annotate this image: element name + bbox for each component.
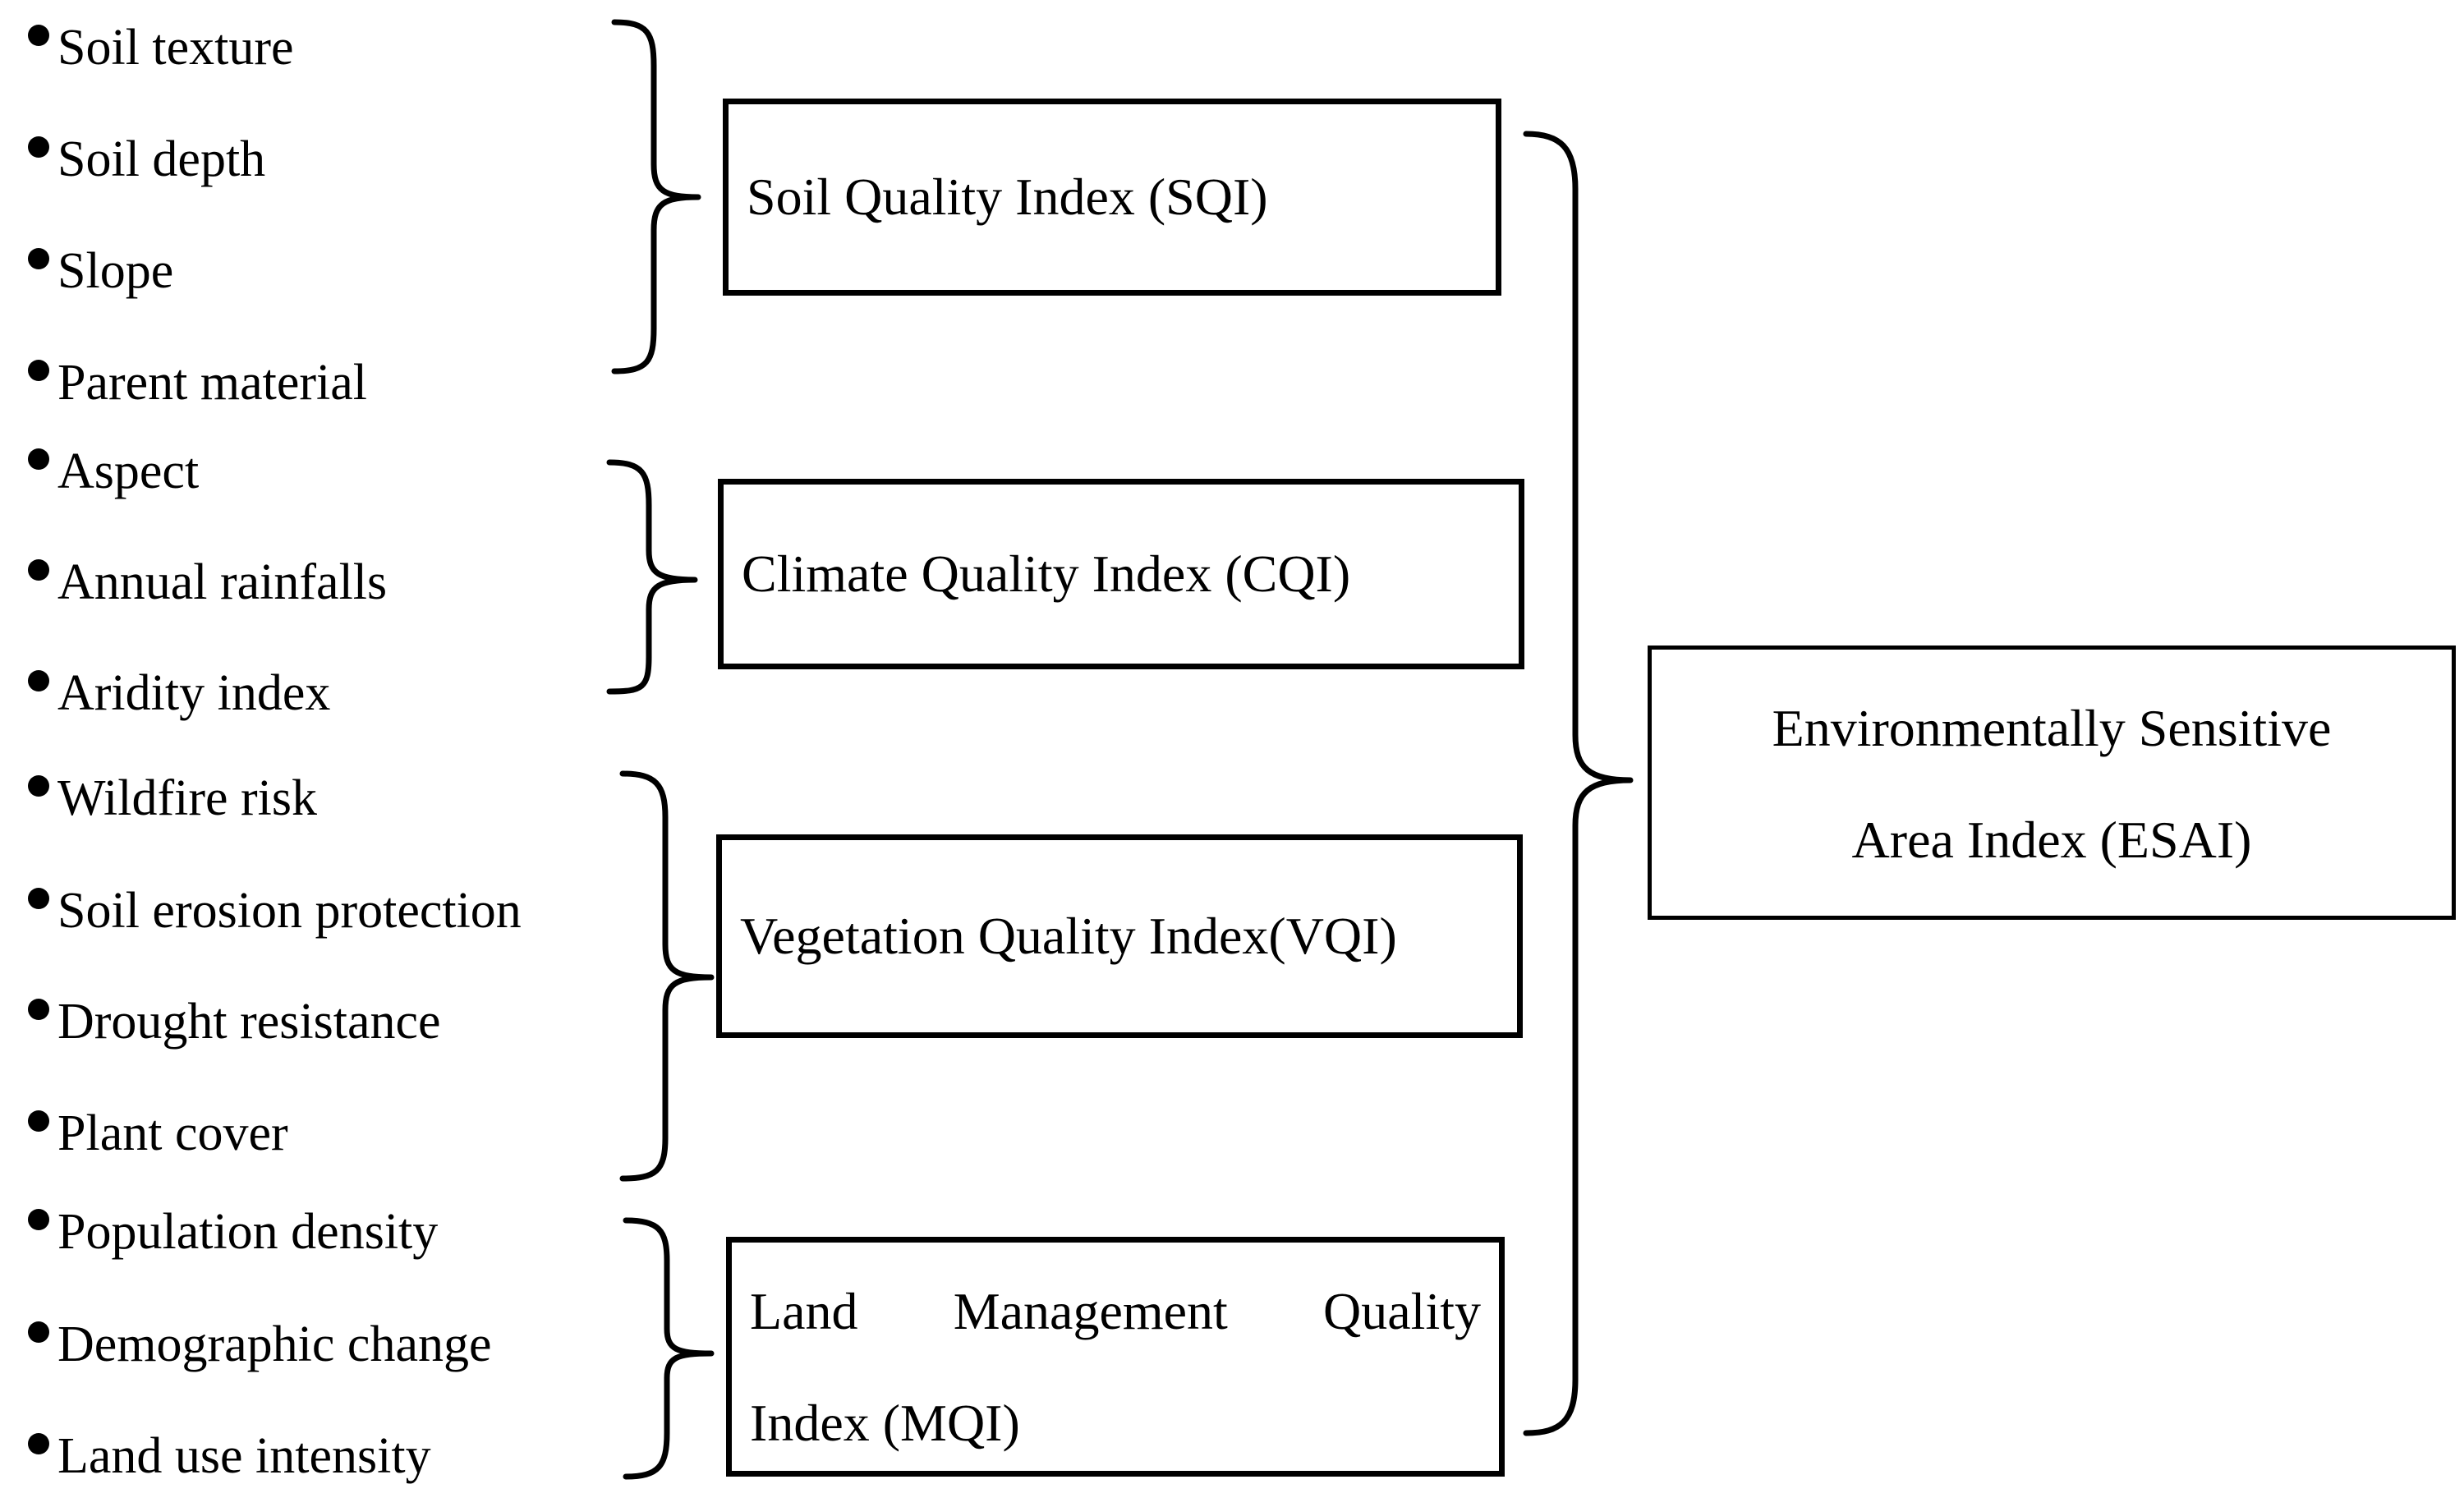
bullet-icon xyxy=(28,248,49,269)
factor-plant-cover: Plant cover xyxy=(28,1104,288,1163)
bullet-icon xyxy=(28,360,49,381)
factor-parent-material: Parent material xyxy=(28,353,367,412)
esai-box: Environmentally Sensitive Area Index (ES… xyxy=(1648,646,2456,920)
factor-label: Drought resistance xyxy=(57,994,441,1050)
factor-label: Soil erosion protection xyxy=(57,883,522,939)
factor-drought-resistance: Drought resistance xyxy=(28,992,441,1051)
esai-label-line1: Environmentally Sensitive xyxy=(1772,699,2332,757)
vqi-bracket xyxy=(619,770,715,1182)
factor-land-use-intensity: Land use intensity xyxy=(28,1427,431,1486)
mqi-box: Land Management Quality Index (MQI) xyxy=(726,1237,1505,1477)
mqi-word: Quality xyxy=(1323,1282,1481,1340)
factor-soil-depth: Soil depth xyxy=(28,130,265,189)
factor-soil-texture: Soil texture xyxy=(28,18,294,77)
bullet-icon xyxy=(28,1433,49,1454)
bullet-icon xyxy=(28,888,49,909)
factor-label: Aridity index xyxy=(57,665,331,721)
factor-label: Annual rainfalls xyxy=(57,554,388,610)
bullet-icon xyxy=(28,1321,49,1343)
vqi-label: Vegetation Quality Index(VQI) xyxy=(740,907,1397,965)
mqi-bracket xyxy=(623,1217,715,1480)
mqi-word: Land xyxy=(750,1282,858,1340)
factor-label: Soil depth xyxy=(57,131,266,187)
sqi-box: Soil Quality Index (SQI) xyxy=(723,99,1501,296)
sqi-label: Soil Quality Index (SQI) xyxy=(747,168,1268,226)
factor-label: Population density xyxy=(57,1204,439,1260)
factor-demographic-change: Demographic change xyxy=(28,1315,491,1374)
factor-aridity-index: Aridity index xyxy=(28,664,330,723)
vqi-box: Vegetation Quality Index(VQI) xyxy=(716,834,1523,1038)
bullet-icon xyxy=(28,559,49,581)
sqi-bracket xyxy=(611,19,701,374)
cqi-box: Climate Quality Index (CQI) xyxy=(718,479,1524,669)
bullet-icon xyxy=(28,999,49,1020)
bullet-icon xyxy=(28,1209,49,1230)
bullet-icon xyxy=(28,448,49,470)
mqi-label-line1: Land Management Quality xyxy=(750,1282,1481,1341)
mqi-word: Management xyxy=(953,1282,1228,1340)
factor-label: Wildfire risk xyxy=(57,770,318,826)
factor-label: Plant cover xyxy=(57,1105,288,1161)
bullet-icon xyxy=(28,775,49,797)
factor-slope: Slope xyxy=(28,241,173,301)
factor-label: Soil texture xyxy=(57,20,294,76)
cqi-bracket xyxy=(606,459,698,695)
factor-label: Slope xyxy=(57,243,174,299)
bullet-icon xyxy=(28,25,49,46)
cqi-label: Climate Quality Index (CQI) xyxy=(742,544,1351,603)
factor-annual-rainfalls: Annual rainfalls xyxy=(28,553,387,612)
factor-aspect: Aspect xyxy=(28,442,199,501)
bullet-icon xyxy=(28,136,49,158)
bullet-icon xyxy=(28,1110,49,1132)
bullet-icon xyxy=(28,670,49,691)
factor-soil-erosion-protection: Soil erosion protection xyxy=(28,881,522,940)
factor-label: Land use intensity xyxy=(57,1428,431,1484)
factor-population-density: Population density xyxy=(28,1202,438,1261)
factor-label: Aspect xyxy=(57,443,200,499)
factor-label: Parent material xyxy=(57,355,367,411)
esai-label-line2: Area Index (ESAI) xyxy=(1851,811,2252,869)
mqi-label-line2: Index (MQI) xyxy=(750,1394,1020,1452)
factor-label: Demographic change xyxy=(57,1316,492,1372)
esai-bracket xyxy=(1523,131,1634,1436)
factor-wildfire-risk: Wildfire risk xyxy=(28,769,317,828)
